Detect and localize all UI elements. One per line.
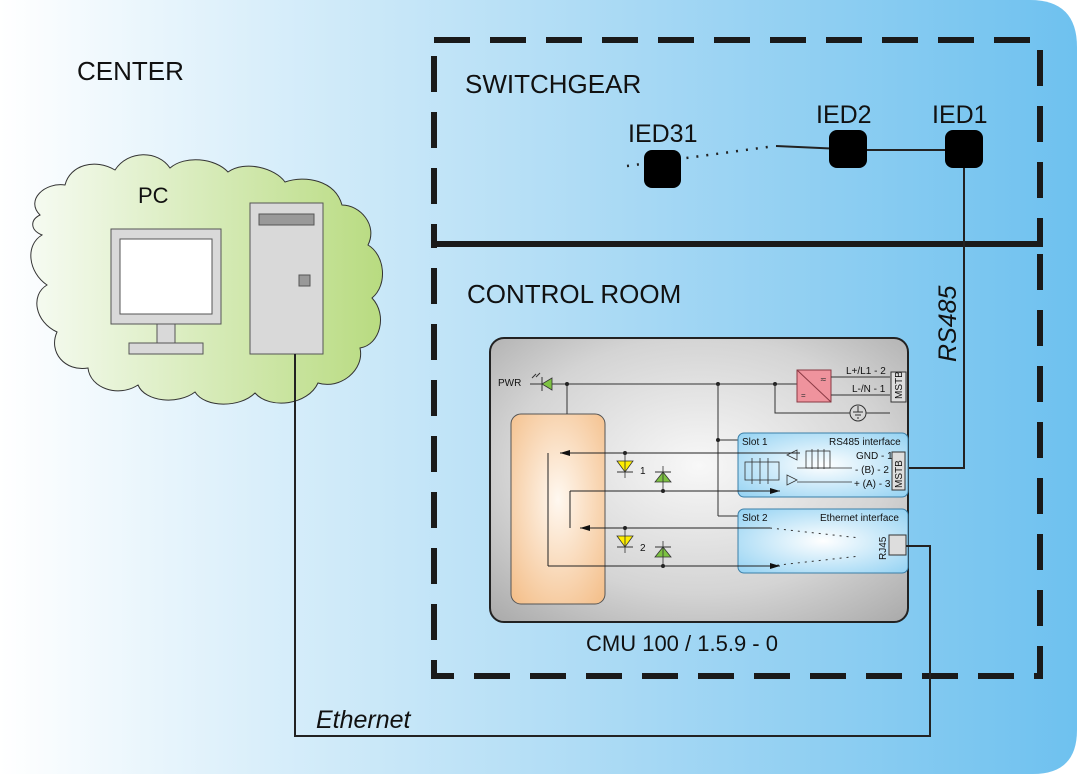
slot1-rs485-card [737,432,909,498]
rs485-link [906,150,965,469]
pc-label: PC [138,183,169,208]
slot1-title: Slot 1 [742,437,768,448]
zone-label-control-room: CONTROL ROOM [467,279,681,309]
junction [716,438,720,442]
cpu-block [510,413,606,605]
earth-icon [849,404,867,422]
led-2-icons [616,526,672,568]
led-1-label: 1 [640,466,646,477]
slot1-interface-label: RS485 interface [829,437,901,448]
device-name-label: CMU 100 / 1.5.9 - 0 [586,631,778,656]
ied1-device[interactable] [945,130,983,168]
ied1-label: IED1 [932,101,988,129]
slot2-interface-label: Ethernet interface [820,513,899,524]
zone-label-switchgear: SWITCHGEAR [465,69,641,99]
zone-control-room [431,241,1043,679]
rs485-label: RS485 [934,285,962,362]
pc-tower-icon [249,202,324,355]
slot1-connector[interactable] [891,451,906,491]
slot2-tx-dotted [769,555,861,567]
pwr-label: PWR [498,378,521,389]
power-terminal-n: L-/N - 1 [852,384,886,395]
led-1-icons [616,451,672,493]
monitor-icon [110,228,222,355]
rj45-port[interactable] [888,534,907,556]
ied2-device[interactable] [829,130,867,168]
ied2-label: IED2 [816,101,872,129]
slot1-terminal-b: - (B) - 2 [855,465,889,476]
slot2-title: Slot 2 [742,513,768,524]
slot2-ethernet-card [737,508,909,574]
slot2-rx-dotted [769,527,861,539]
data-lines [547,450,800,569]
rs485-transceiver-icon [744,449,852,486]
ethernet-label: Ethernet [316,706,412,734]
zone-switchgear [431,37,1043,247]
junction [565,382,569,386]
rj45-label: RJ45 [878,536,889,560]
zone-label-center: CENTER [77,56,184,86]
slot1-terminal-gnd: GND - 1 [856,451,893,462]
slot1-terminal-a: + (A) - 3 [854,479,891,490]
earth-line [774,384,850,414]
ethernet-link [294,354,931,737]
power-connector[interactable] [890,371,907,403]
svg-text:≂: ≂ [820,375,827,384]
power-terminal-l1: L+/L1 - 2 [846,366,886,377]
led-2-label: 2 [640,543,646,554]
svg-text:=: = [801,391,806,400]
ied31-device[interactable] [644,150,681,188]
power-connector-label: MSTB [894,371,905,399]
ied31-label: IED31 [628,120,697,148]
power-supply-icon: ≂ = [796,369,832,403]
slot1-connector-label: MSTB [894,460,905,488]
